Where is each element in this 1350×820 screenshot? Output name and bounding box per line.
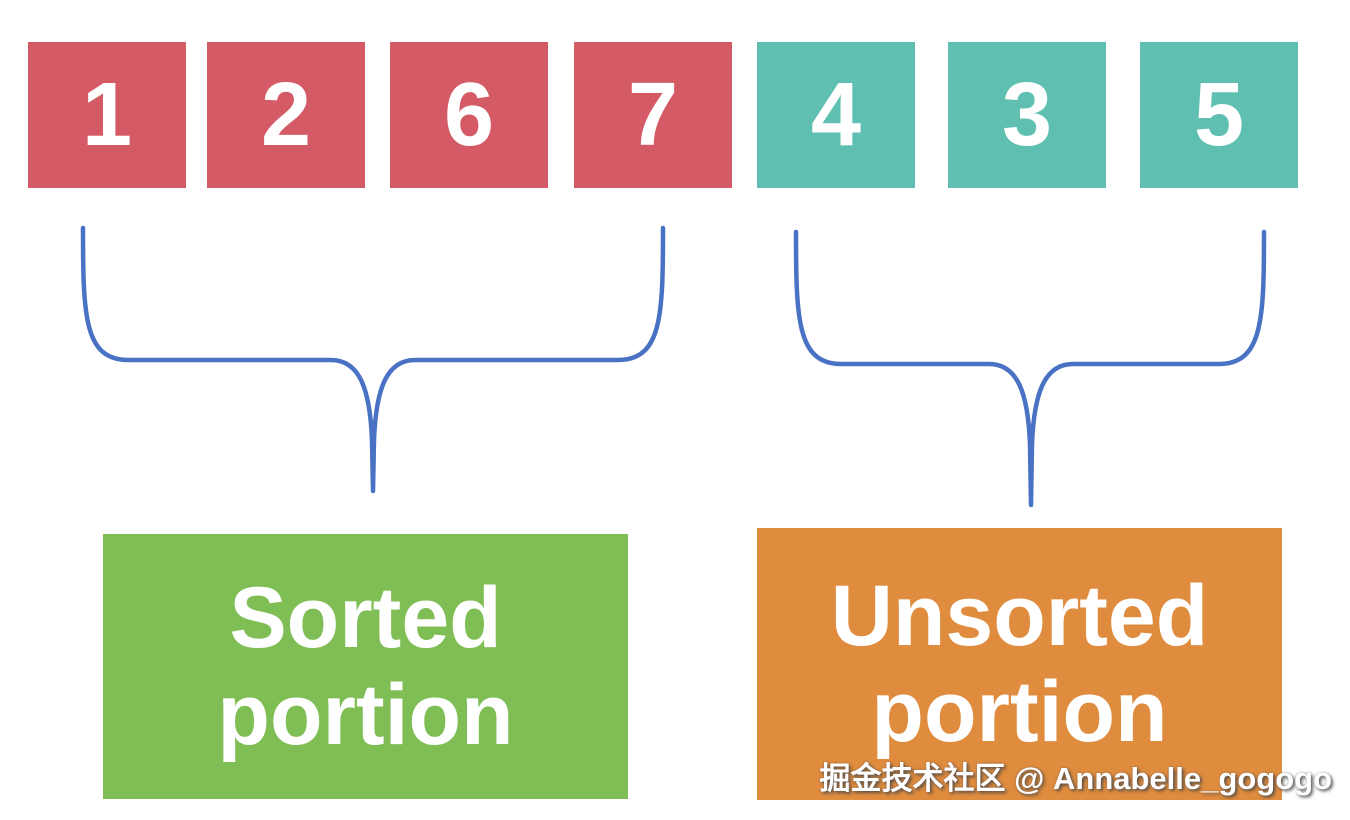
sorted-portion-label: Sorted portion [103, 534, 628, 799]
unsorted-portion-label: Unsorted portion [757, 528, 1282, 800]
array-cell: 3 [948, 42, 1106, 188]
array-cell: 5 [1140, 42, 1298, 188]
unsorted-brace [793, 229, 1267, 508]
array-cell: 2 [207, 42, 365, 188]
array-cell: 6 [390, 42, 548, 188]
unsorted-portion-label-line2: portion [871, 664, 1168, 760]
unsorted-portion-label-line1: Unsorted [830, 567, 1209, 664]
array-cell: 1 [28, 42, 186, 188]
watermark: 掘金技术社区 @ Annabelle_gogogo [819, 761, 1332, 796]
sorted-portion-label-line2: portion [217, 666, 514, 763]
array-cell: 4 [757, 42, 915, 188]
sorted-portion-label-line1: Sorted [229, 570, 502, 667]
sorted-brace [80, 225, 666, 494]
array-cell: 7 [574, 42, 732, 188]
